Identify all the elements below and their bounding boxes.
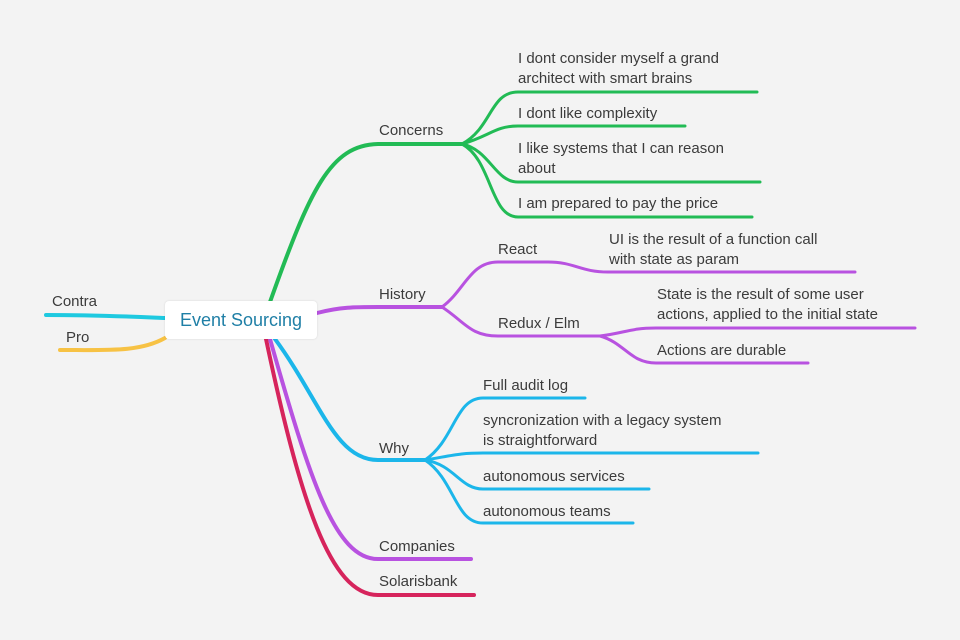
node-redux-item-1[interactable]: State is the result of some user actions… [657, 285, 878, 325]
connector-why [273, 337, 427, 462]
connector-why-2 [423, 451, 760, 462]
node-why-3[interactable]: autonomous services [483, 468, 625, 485]
node-why-4[interactable]: autonomous teams [483, 503, 611, 520]
connector-react [440, 260, 550, 309]
connector-solarisbank [264, 337, 476, 597]
node-contra[interactable]: Contra [52, 293, 98, 310]
connector-contra [44, 313, 167, 320]
node-concern-1[interactable]: I dont consider myself a grand architect… [518, 49, 719, 89]
node-concern-3[interactable]: I like systems that I can reason about [518, 139, 724, 179]
node-react-item[interactable]: UI is the result of a function call with… [609, 230, 817, 270]
node-concern-3-line2: about [518, 160, 556, 177]
connector-why-3 [423, 458, 651, 491]
node-why[interactable]: Why [379, 440, 409, 457]
connector-react-item [546, 260, 857, 274]
node-redux-item-1-line2: actions, applied to the initial state [657, 306, 878, 323]
connector-redux-item-1 [598, 326, 917, 338]
connector-why-1 [423, 396, 587, 462]
connector-why-4 [423, 458, 635, 525]
connector-concern-2 [460, 124, 687, 146]
node-redux-item-2[interactable]: Actions are durable [657, 342, 787, 359]
node-why-2-line2: is straightforward [483, 432, 598, 449]
node-react[interactable]: React [498, 241, 538, 258]
node-redux-item-1-line1: State is the result of some user [657, 286, 864, 303]
connector-concern-1 [460, 90, 759, 146]
node-concern-3-line1: I like systems that I can reason [518, 140, 724, 157]
node-concern-1-line2: architect with smart brains [518, 70, 693, 87]
node-why-2-line1: syncronization with a legacy system [483, 412, 722, 429]
node-companies[interactable]: Companies [379, 538, 455, 555]
node-why-1[interactable]: Full audit log [483, 377, 569, 394]
connector-companies [268, 337, 473, 561]
node-pro[interactable]: Pro [66, 329, 90, 346]
root-node-event-sourcing[interactable]: Event Sourcing [165, 301, 317, 339]
connector-redux-item-2 [598, 334, 810, 365]
node-history[interactable]: History [379, 286, 426, 303]
node-concern-1-line1: I dont consider myself a grand [518, 50, 719, 67]
root-node-label: Event Sourcing [179, 309, 303, 330]
connector-concerns [268, 142, 464, 304]
node-concern-4[interactable]: I am prepared to pay the price [518, 195, 719, 212]
node-concern-2[interactable]: I dont like complexity [518, 105, 658, 122]
connector-concern-3 [460, 142, 762, 184]
connector-concern-4 [460, 142, 754, 219]
node-react-item-line2: with state as param [609, 251, 740, 268]
node-react-item-line1: UI is the result of a function call [609, 231, 818, 248]
node-why-2[interactable]: syncronization with a legacy system is s… [483, 411, 721, 451]
connector-pro [58, 336, 167, 353]
node-redux-elm[interactable]: Redux / Elm [498, 315, 580, 332]
connector-redux [440, 305, 602, 338]
connector-history [315, 305, 444, 315]
node-concerns[interactable]: Concerns [379, 122, 444, 139]
node-solarisbank[interactable]: Solarisbank [379, 573, 458, 590]
